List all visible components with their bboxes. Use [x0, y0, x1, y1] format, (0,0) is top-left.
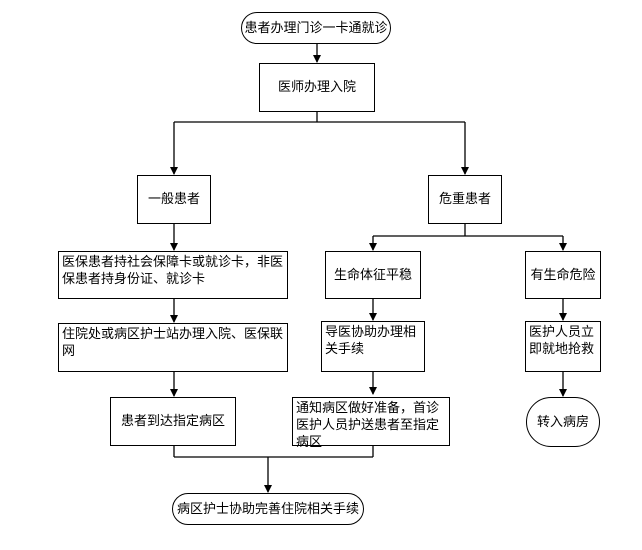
transfer-ward-node: 转入病房	[526, 397, 600, 447]
notify-ward-node: 通知病区做好准备，首诊医护人员护送患者至指定病区	[292, 397, 450, 450]
critical-patient-node: 危重患者	[428, 175, 502, 224]
finish-node: 病区护士协助完善住院相关手续	[172, 493, 364, 525]
admit-node: 医师办理入院	[259, 63, 375, 112]
start-node: 患者办理门诊一卡通就诊	[241, 12, 391, 44]
vital-stable-node: 生命体征平稳	[325, 251, 421, 299]
life-danger-node: 有生命危险	[525, 251, 601, 299]
guide-assist-node: 导医协助办理相关手续	[321, 321, 425, 372]
general-patient-node: 一般患者	[137, 175, 211, 224]
arrive-ward-node: 患者到达指定病区	[110, 397, 236, 446]
admission-office-node: 住院处或病区护士站办理入院、医保联网	[58, 323, 288, 372]
insurance-card-node: 医保患者持社会保障卡或就诊卡，非医保患者持身份证、就诊卡	[58, 251, 288, 299]
rescue-node: 医护人员立即就地抢救	[525, 321, 601, 372]
